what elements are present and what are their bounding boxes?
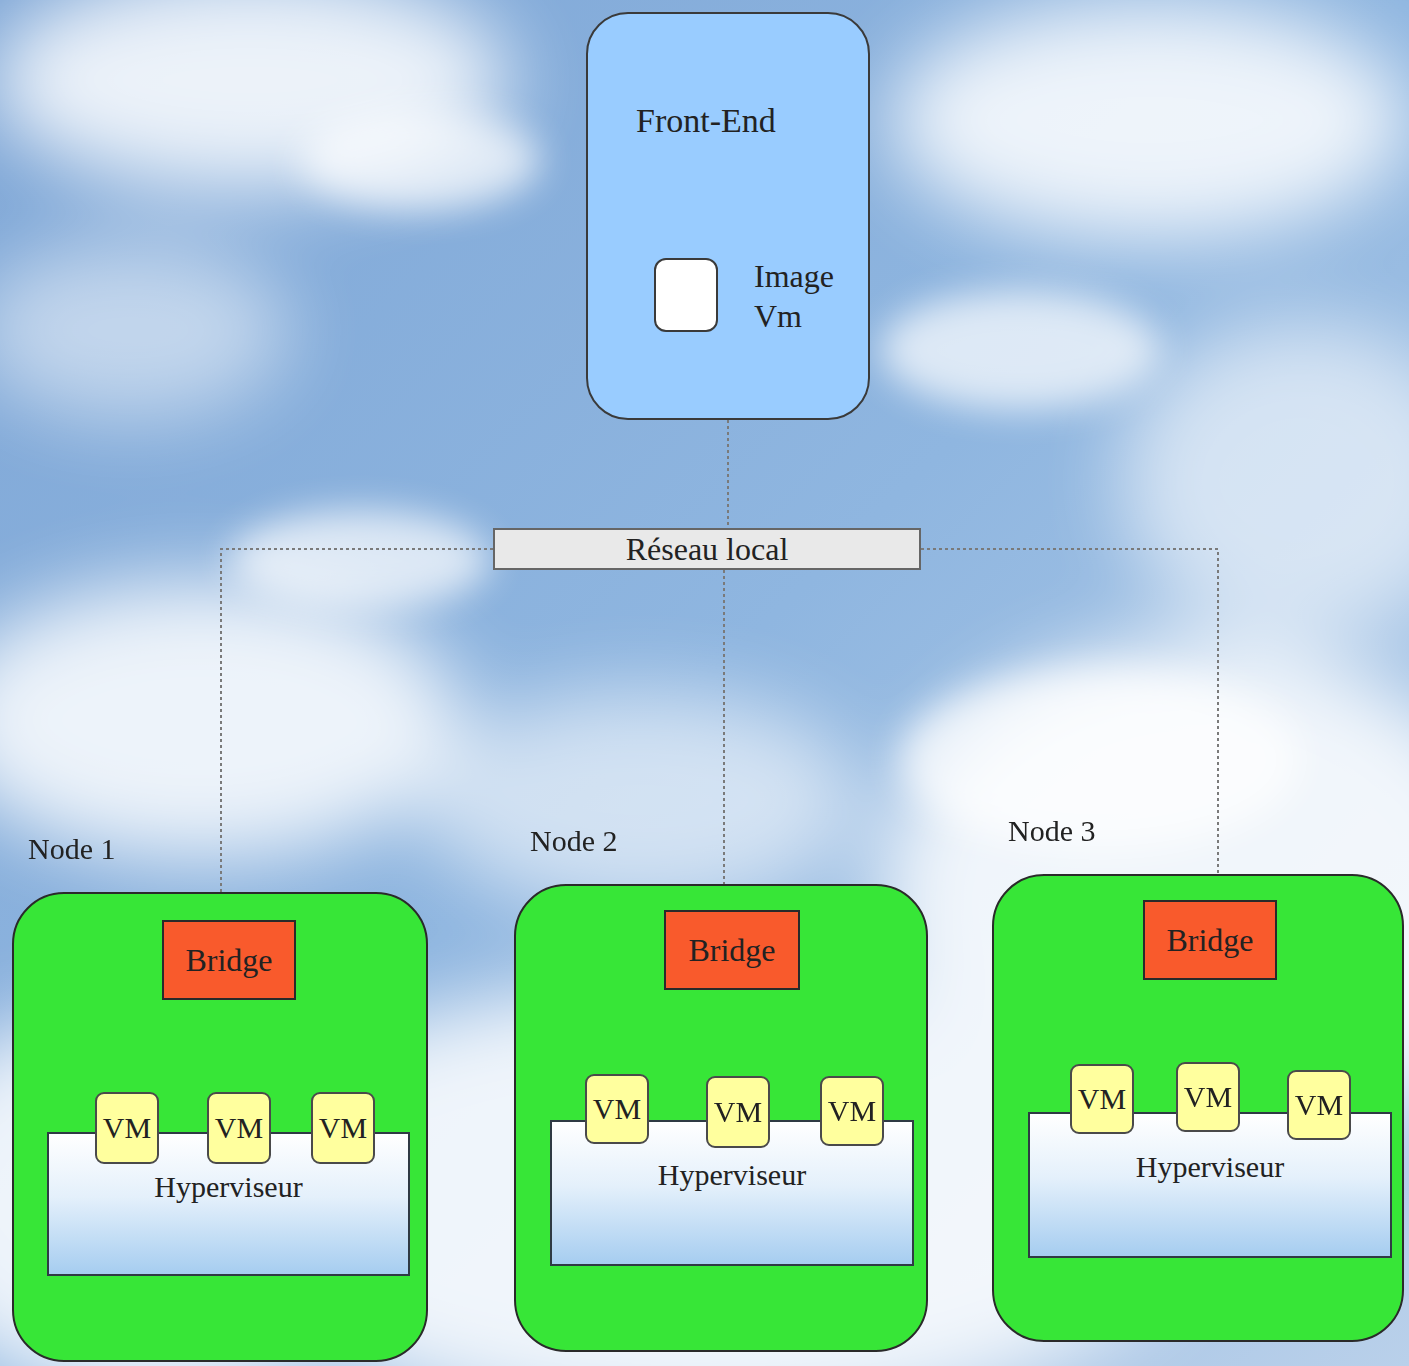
network-link bbox=[723, 570, 725, 910]
bridge-box: Bridge bbox=[162, 920, 296, 1000]
box-label: VM bbox=[828, 1094, 876, 1128]
image-box: Image Vm bbox=[654, 258, 718, 332]
box-label: VM bbox=[103, 1111, 151, 1145]
node-box: Node 2BridgeVMVMVMHyperviseur bbox=[514, 884, 928, 1352]
box-label: Image Vm bbox=[754, 256, 854, 336]
bridge-box: Bridge bbox=[664, 910, 800, 990]
box-label: VM bbox=[1184, 1080, 1232, 1114]
node-heading: Node 2 bbox=[530, 824, 617, 858]
box-label: VM bbox=[1295, 1088, 1343, 1122]
vm-box: VM bbox=[706, 1076, 770, 1148]
vm-box: VM bbox=[820, 1076, 884, 1146]
vm-box: VM bbox=[585, 1074, 649, 1144]
vm-box: VM bbox=[1070, 1064, 1134, 1134]
vm-box: VM bbox=[1287, 1070, 1351, 1140]
box-label: Bridge bbox=[185, 942, 272, 979]
network-link bbox=[921, 549, 1218, 900]
node-box: Node 3BridgeVMVMVMHyperviseur bbox=[992, 874, 1404, 1342]
box-label: Bridge bbox=[688, 932, 775, 969]
vm-box: VM bbox=[95, 1092, 159, 1164]
bridge-box: Bridge bbox=[1143, 900, 1277, 980]
box-label: Réseau local bbox=[626, 531, 789, 568]
network-link bbox=[221, 549, 493, 920]
box-label: VM bbox=[593, 1092, 641, 1126]
box-label: Bridge bbox=[1166, 922, 1253, 959]
box-label: VM bbox=[319, 1111, 367, 1145]
node-box: Node 1BridgeVMVMVMHyperviseur bbox=[12, 892, 428, 1362]
vm-box: VM bbox=[1176, 1062, 1240, 1132]
box-label: VM bbox=[215, 1111, 263, 1145]
box-label: VM bbox=[1078, 1082, 1126, 1116]
node-heading: Node 3 bbox=[1008, 814, 1095, 848]
vm-box: VM bbox=[207, 1092, 271, 1164]
box-label: Front-End bbox=[588, 14, 868, 140]
box-label: VM bbox=[714, 1095, 762, 1129]
front-end-box: Front-EndImage Vm bbox=[586, 12, 870, 420]
network-bar: Réseau local bbox=[493, 528, 921, 570]
network-link bbox=[727, 420, 729, 528]
node-heading: Node 1 bbox=[28, 832, 115, 866]
vm-box: VM bbox=[311, 1092, 375, 1164]
